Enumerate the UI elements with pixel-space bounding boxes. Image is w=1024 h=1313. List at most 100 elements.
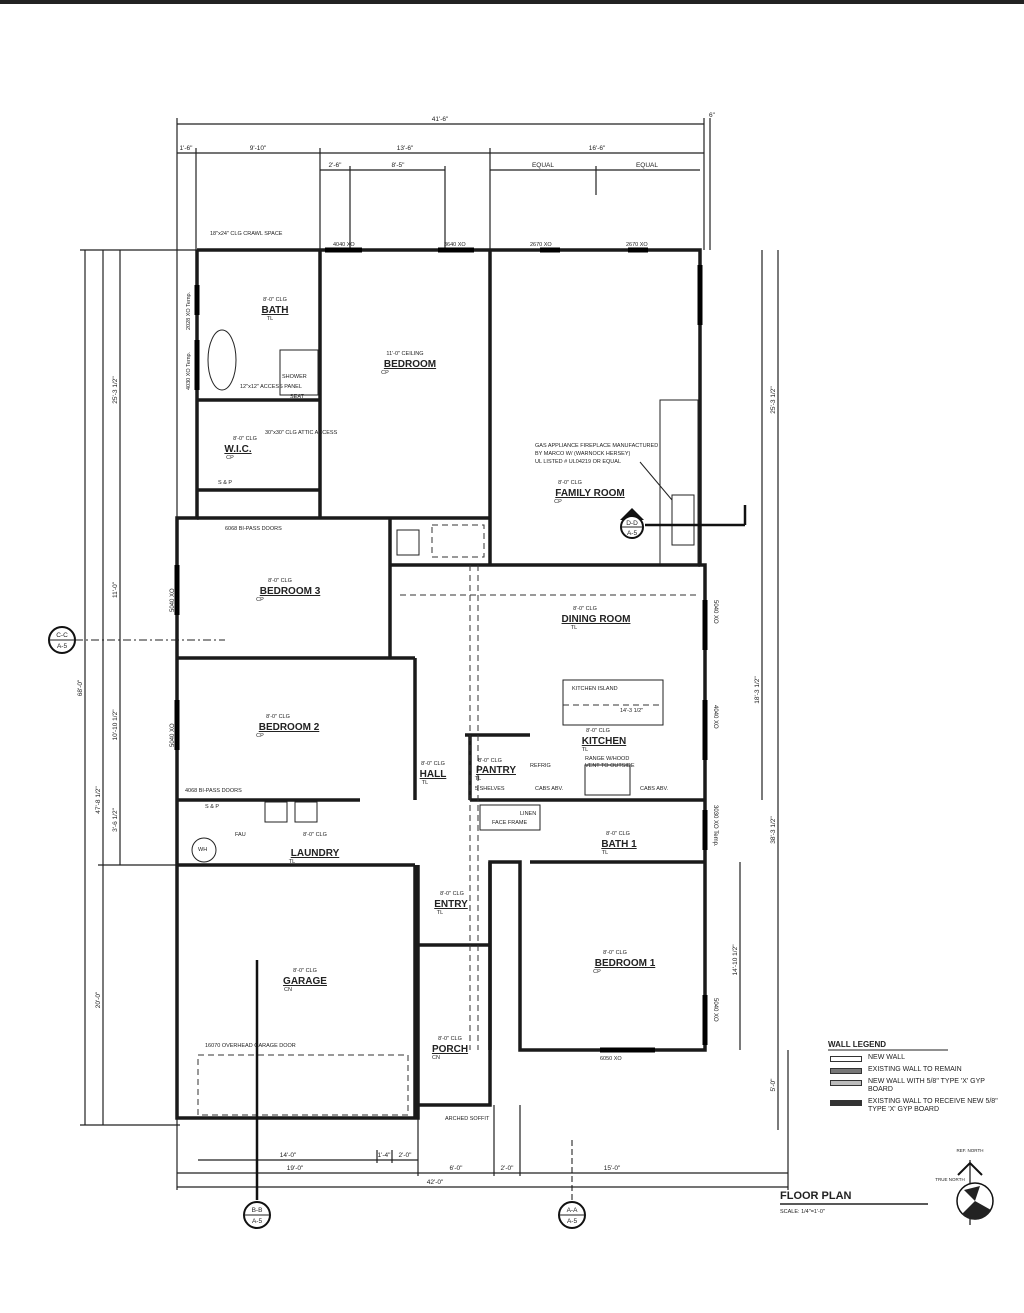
svg-text:8'-0" CLG: 8'-0" CLG (268, 578, 292, 584)
ref-north-label: REF. NORTH (957, 1148, 984, 1153)
dim-overall-top: 41'-6" (432, 116, 449, 123)
legend-item: EXISTING WALL TO RECEIVE NEW 5/8" TYPE '… (868, 1098, 998, 1113)
window-tag: 6050 XO (600, 1056, 622, 1062)
new-wall-swatch (830, 1056, 862, 1062)
svg-text:8'-0" CLG: 8'-0" CLG (440, 891, 464, 897)
kitchen-island-dim: 14'-3 1/2" (620, 708, 643, 714)
dim-text: 68'-0" (77, 679, 84, 696)
svg-text:TL: TL (475, 776, 481, 782)
dim-text: 19'-0" (287, 1165, 304, 1172)
access-panel-note: 12"x12" ACCESS PANEL (240, 384, 302, 390)
svg-text:PANTRY: PANTRY (476, 765, 516, 776)
window-tag: 2028 XO Temp. (186, 291, 192, 330)
dim-text: 13'-6" (397, 145, 414, 152)
svg-text:8'-0" CLG: 8'-0" CLG (303, 832, 327, 838)
svg-text:BEDROOM 1: BEDROOM 1 (595, 958, 656, 969)
section-marker-c: C-C A-5 (48, 626, 225, 654)
section-sheet: A-5 (57, 643, 68, 650)
drawing-title: FLOOR PLAN (780, 1190, 852, 1202)
bypass-door-note: 4068 BI-PASS DOORS (185, 788, 242, 794)
section-marker-b: B-B A-5 (243, 960, 271, 1229)
section-id: B-B (252, 1207, 263, 1214)
svg-text:CN: CN (432, 1055, 440, 1061)
top-border (0, 0, 1024, 4)
existing-wall-swatch (830, 1068, 862, 1074)
window-tag: 4040 XO (333, 242, 355, 248)
dim-text: 15'-0" (604, 1165, 621, 1172)
seat-note: SEAT (290, 394, 305, 400)
svg-text:CP: CP (256, 733, 264, 739)
svg-text:CP: CP (256, 597, 264, 603)
svg-text:BEDROOM 2: BEDROOM 2 (259, 722, 320, 733)
kitchen-island-note: KITCHEN ISLAND (572, 686, 618, 692)
svg-text:BATH: BATH (261, 305, 288, 316)
dim-text: 1'-4" (378, 1152, 392, 1159)
window-tag: 3030 XO Temp. (712, 805, 718, 847)
svg-text:FAMILY ROOM: FAMILY ROOM (555, 488, 624, 499)
bypass-door-note: 6068 BI-PASS DOORS (225, 526, 282, 532)
existing-gyp-wall-swatch (830, 1100, 862, 1106)
svg-text:TL: TL (602, 850, 608, 856)
fireplace-note: UL LISTED # UL04219 OR EQUAL (535, 459, 621, 465)
svg-text:HALL: HALL (420, 769, 447, 780)
refrig-note: REFRIG (530, 763, 551, 769)
dim-text: EQUAL (532, 162, 554, 169)
notes: GAS APPLIANCE FIREPLACE MANUFACTURED BY … (185, 231, 673, 1122)
arched-soffit-note: ARCHED SOFFIT (445, 1116, 490, 1122)
legend-row: NEW WALL WITH 5/8" TYPE 'X' GYP BOARD (830, 1078, 1010, 1094)
window-tag: 5040 XO (170, 588, 176, 612)
svg-text:8'-0" CLG: 8'-0" CLG (233, 436, 257, 442)
legend-item: NEW WALL (868, 1054, 906, 1061)
shower-note: SHOWER (282, 374, 307, 380)
section-sheet: A-5 (252, 1218, 263, 1225)
shelves-note: 5 SHELVES (475, 786, 505, 792)
svg-text:CP: CP (226, 455, 234, 461)
svg-text:8'-0" CLG: 8'-0" CLG (586, 728, 610, 734)
water-heater-label: WH (198, 847, 207, 853)
section-id: D-D (626, 520, 638, 527)
new-gyp-wall-swatch (830, 1080, 862, 1086)
svg-text:BEDROOM 3: BEDROOM 3 (260, 586, 321, 597)
north-arrow-icon: REF. NORTH TRUE NORTH (935, 1148, 994, 1225)
svg-text:TL: TL (422, 780, 428, 786)
svg-text:8'-0" CLG: 8'-0" CLG (603, 950, 627, 956)
dim-text: 18'-3 1/2" (754, 676, 761, 704)
section-sheet: A-5 (567, 1218, 578, 1225)
section-sheet: A-5 (627, 530, 638, 537)
bottom-dimensions: 14'-0" 1'-4" 2'-0" 19'-0" 6'-0" 2'-0" 15… (176, 1050, 789, 1190)
window-tag: 4030 XO Temp. (186, 351, 192, 390)
dim-text: 8'-5" (392, 162, 406, 169)
svg-text:8'-0" CLG: 8'-0" CLG (421, 761, 445, 767)
svg-text:8'-0" CLG: 8'-0" CLG (573, 606, 597, 612)
dim-text: 5'-0" (770, 1078, 777, 1092)
dim-text: 2'-0" (501, 1165, 515, 1172)
room-bedroom-3: 8'-0" CLG BEDROOM 3CP (256, 578, 321, 603)
svg-text:8'-0" CLG: 8'-0" CLG (558, 480, 582, 486)
dim-text: 2'-6" (329, 162, 343, 169)
svg-text:8'-0" CLG: 8'-0" CLG (438, 1036, 462, 1042)
legend-item: EXISTING WALL TO REMAIN (868, 1066, 962, 1073)
svg-text:CP: CP (554, 499, 562, 505)
window-tag: 3640 XO (444, 242, 466, 248)
dim-text: 25'-3 1/2" (112, 376, 119, 404)
dim-text: 14'-10 1/2" (732, 944, 739, 976)
svg-text:TL: TL (267, 316, 273, 322)
svg-text:PORCH: PORCH (432, 1044, 468, 1055)
svg-text:11'-0" CEILING: 11'-0" CEILING (386, 351, 423, 357)
title-block: FLOOR PLAN SCALE: 1/4"=1'-0" (780, 1190, 928, 1215)
window-tag: 4040 XO (712, 705, 718, 729)
window-tag: 2670 XO (626, 242, 648, 248)
section-marker-a: A-A A-5 (558, 1140, 586, 1229)
fau-label: FAU (235, 832, 246, 838)
dim-top-end: 6" (709, 112, 716, 119)
fireplace-note: BY MARCO W/ (WARNOCK HERSEY) (535, 451, 631, 457)
svg-text:DINING ROOM: DINING ROOM (562, 614, 631, 625)
range-note: RANGE W/HOOD (585, 756, 629, 762)
